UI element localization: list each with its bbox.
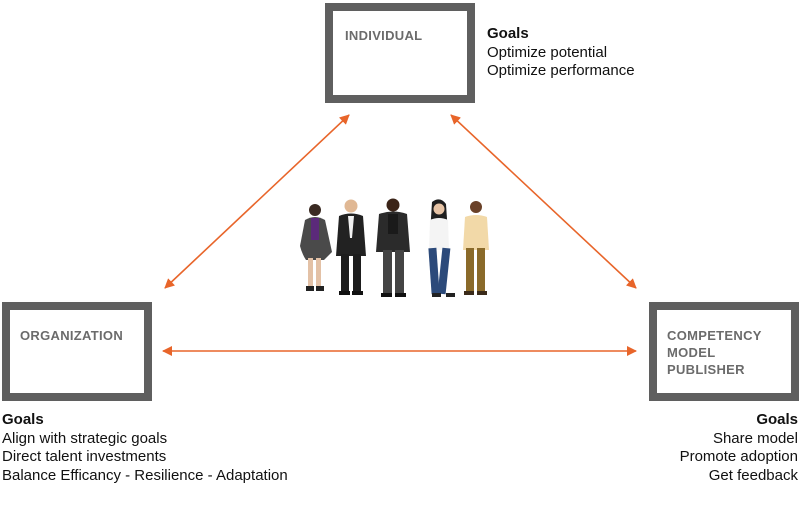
people-group-illustration <box>300 198 489 297</box>
individual-goals: Goals Optimize potential Optimize perfor… <box>487 25 635 81</box>
goal-item: Optimize performance <box>487 62 635 79</box>
person-icon <box>336 199 366 295</box>
goal-item: Direct talent investments <box>2 448 167 465</box>
individual-box: INDIVIDUAL <box>325 3 475 103</box>
organization-box: ORGANIZATION <box>2 302 152 401</box>
publisher-box: COMPETENCY MODEL PUBLISHER <box>649 302 799 401</box>
goal-item: Align with strategic goals <box>2 429 168 447</box>
person-icon <box>428 199 455 297</box>
goal-item: Promote adoption <box>679 448 798 465</box>
goal-item: Optimize potential <box>487 43 608 61</box>
publisher-goals: Goals Share model Promote adoption Get f… <box>680 411 798 485</box>
goal-item: Get feedback <box>708 466 798 484</box>
arrow-individual-organization <box>164 114 350 289</box>
organization-goals: Goals Align with strategic goals Direct … <box>2 411 288 485</box>
person-icon <box>463 201 489 295</box>
individual-label: INDIVIDUAL <box>345 28 423 43</box>
goal-item: Share model <box>712 429 798 447</box>
publisher-label-line: PUBLISHER <box>667 362 745 377</box>
arrow-individual-publisher <box>450 114 637 289</box>
publisher-label-line: MODEL <box>667 345 716 360</box>
goals-title: Goals <box>756 411 798 428</box>
publisher-label: COMPETENCY MODEL PUBLISHER <box>667 327 787 378</box>
publisher-label-line: COMPETENCY <box>667 328 762 343</box>
organization-label: ORGANIZATION <box>20 328 124 343</box>
goals-title: Goals <box>487 25 529 42</box>
goals-title: Goals <box>2 411 44 428</box>
person-icon <box>300 204 332 291</box>
person-icon <box>376 198 410 297</box>
goal-item: Balance Efficancy - Resilience - Adaptat… <box>2 466 288 484</box>
